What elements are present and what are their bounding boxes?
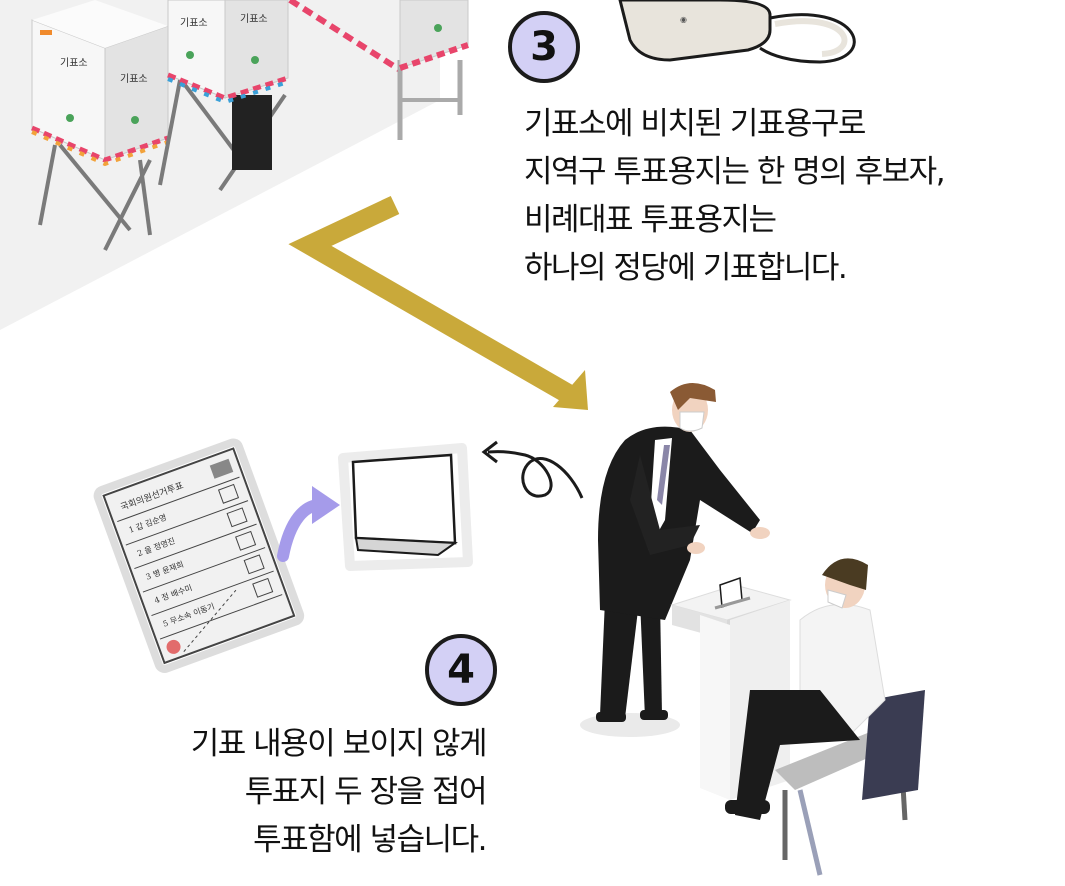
step-3-line: 하나의 정당에 기표합니다.: [524, 250, 848, 286]
step-3-number: 3: [530, 24, 558, 70]
booth-label: 기표소: [120, 73, 148, 85]
voting-booth: 기표소 기표소: [158, 0, 289, 192]
ballot-paper: 국회의원선거투표 1 갑 김순영 2 을 정영진 3 병 윤재희 4 정 배수미…: [93, 438, 305, 673]
step-3-line: 기표소에 비치된 기표용구로: [524, 106, 866, 142]
voting-booth: [288, 0, 469, 140]
drop-arrow-icon: [487, 450, 584, 499]
step-3-badge: 3: [508, 11, 580, 83]
step-4-number: 4: [447, 647, 475, 693]
voting-booth: 기표소 기표소: [30, 0, 169, 251]
stamp-tool: ◉: [618, 0, 856, 64]
booth-label: 기표소: [240, 13, 268, 25]
step-3-line: 비례대표 투표용지는: [524, 202, 777, 238]
step-4-line: 투표함에 넣습니다.: [253, 822, 487, 858]
booth-label: 기표소: [180, 17, 208, 29]
arrow-head: [553, 370, 588, 410]
seated-voter: [725, 558, 925, 876]
step-4-badge: 4: [425, 634, 497, 706]
election-official: [580, 382, 770, 737]
step-3-line: 지역구 투표용지는 한 명의 후보자,: [524, 154, 946, 190]
step-4-line: 투표지 두 장을 접어: [244, 774, 488, 810]
step-3-description: 기표소에 비치된 기표용구로 지역구 투표용지는 한 명의 후보자, 비례대표 …: [524, 100, 946, 292]
booth-label: 기표소: [60, 57, 88, 69]
step-4-line: 기표 내용이 보이지 않게: [190, 726, 488, 762]
step-4-description: 기표 내용이 보이지 않게 투표지 두 장을 접어 투표함에 넣습니다.: [184, 720, 488, 864]
flow-arrow-icon: [288, 195, 575, 404]
svg-text:◉: ◉: [680, 15, 687, 24]
folded-ballot: [338, 443, 473, 571]
